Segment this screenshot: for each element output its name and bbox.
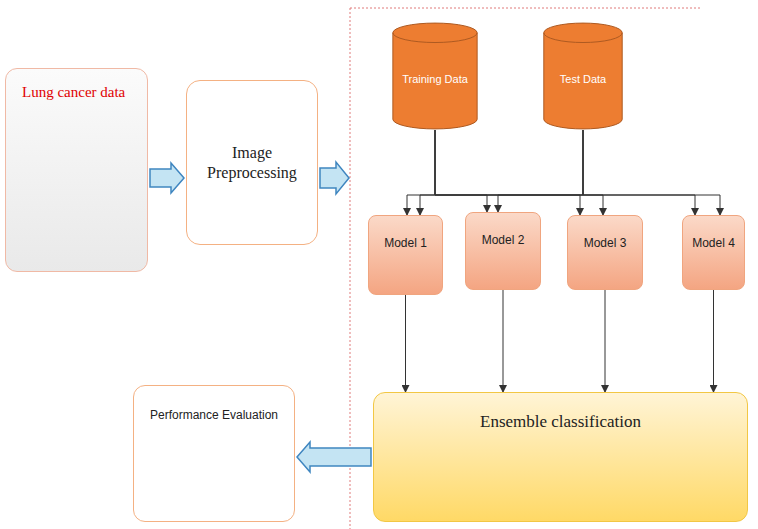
database-cylinder: Test Data (543, 22, 623, 130)
database-cylinder: Training Data (392, 22, 478, 130)
node-label: Performance Evaluation (140, 408, 288, 423)
process-box: Image Preprocessing (186, 80, 318, 245)
node-label: Training Data (396, 73, 474, 87)
node-label: Model 4 (687, 236, 740, 251)
connector-arrow (420, 130, 583, 215)
block-arrow (150, 163, 184, 193)
node-label: Lung cancer data (22, 83, 131, 102)
connector-arrow (713, 290, 714, 392)
connector-arrow (435, 130, 487, 212)
model-box: Model 2 (465, 212, 541, 290)
connector-arrow (583, 130, 603, 215)
connector-arrow (503, 290, 504, 392)
node-label: Model 2 (470, 233, 536, 248)
ensemble-box: Ensemble classification (373, 392, 748, 522)
node-label: Ensemble classification (384, 411, 737, 432)
connector-arrow (605, 290, 606, 392)
connector-arrow (583, 130, 720, 215)
connector-arrow (405, 295, 406, 392)
block-arrow (297, 442, 371, 472)
model-box: Model 1 (368, 215, 443, 295)
connector-arrow (435, 130, 695, 215)
model-box: Model 4 (682, 215, 745, 290)
model-box: Model 3 (567, 215, 643, 290)
node-label: Test Data (547, 73, 619, 87)
connector-arrow (435, 130, 580, 215)
connector-arrow (498, 130, 583, 212)
dataset-box: Lung cancer data (5, 68, 148, 272)
node-label: Model 1 (373, 236, 438, 251)
node-label: Image Preprocessing (201, 143, 303, 183)
block-arrow (320, 162, 349, 194)
connector-arrow (407, 130, 435, 215)
node-label: Model 3 (572, 236, 638, 251)
evaluation-box: Performance Evaluation (133, 385, 295, 522)
divider-line (350, 8, 700, 9)
